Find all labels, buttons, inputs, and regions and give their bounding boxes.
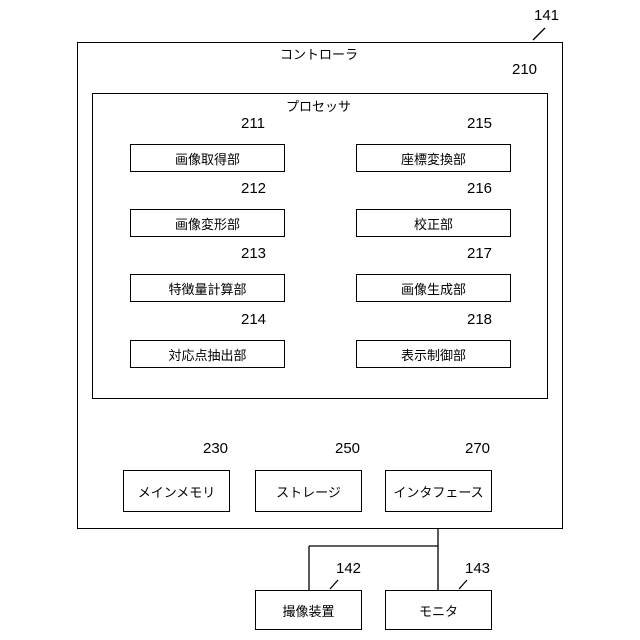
unit-image-transformation: 画像変形部: [130, 209, 285, 237]
unit-correspondence-extraction: 対応点抽出部: [130, 340, 285, 368]
monitor-ref: 143: [465, 561, 490, 577]
interface-box: インタフェース: [385, 470, 492, 512]
unit-ref-215: 215: [467, 116, 492, 132]
controller-title: コントローラ: [280, 48, 358, 64]
monitor-box: モニタ: [385, 590, 492, 630]
unit-calibration: 校正部: [356, 209, 511, 237]
unit-coordinate-conversion: 座標変換部: [356, 144, 511, 172]
interface-ref: 270: [465, 441, 490, 457]
imaging-device-ref: 142: [336, 561, 361, 577]
storage-box: ストレージ: [255, 470, 362, 512]
unit-ref-216: 216: [467, 181, 492, 197]
unit-ref-218: 218: [467, 312, 492, 328]
unit-display-control: 表示制御部: [356, 340, 511, 368]
unit-feature-calculation: 特徴量計算部: [130, 274, 285, 302]
main-memory-box: メインメモリ: [123, 470, 230, 512]
controller-ref: 141: [534, 8, 559, 24]
unit-ref-214: 214: [241, 312, 266, 328]
unit-image-generation: 画像生成部: [356, 274, 511, 302]
imaging-device-box: 撮像装置: [255, 590, 362, 630]
processor-title: プロセッサ: [286, 100, 351, 116]
unit-ref-211: 211: [241, 116, 265, 132]
unit-ref-217: 217: [467, 246, 492, 262]
processor-ref: 210: [512, 62, 537, 78]
unit-ref-212: 212: [241, 181, 266, 197]
unit-ref-213: 213: [241, 246, 266, 262]
unit-image-acquisition: 画像取得部: [130, 144, 285, 172]
main-memory-ref: 230: [203, 441, 228, 457]
storage-ref: 250: [335, 441, 360, 457]
